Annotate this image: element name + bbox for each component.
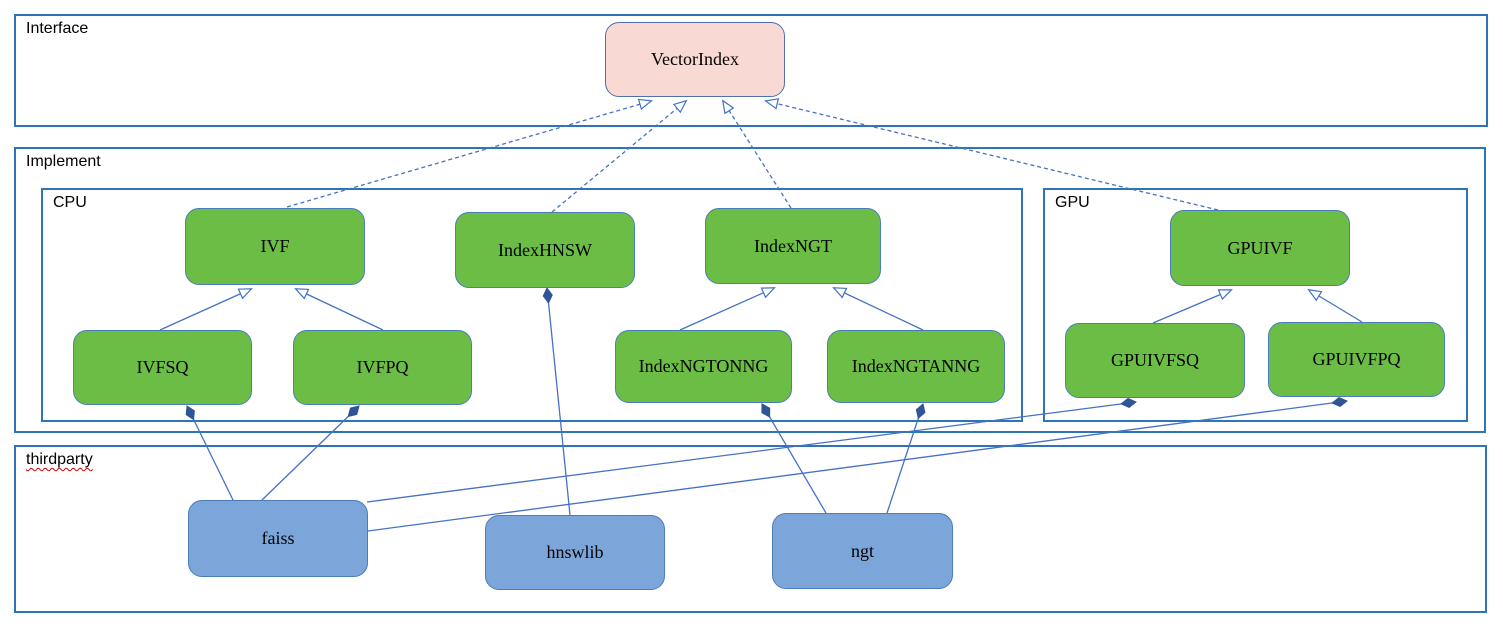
thirdparty-label: thirdparty [26,451,93,468]
node-faiss-label: faiss [261,528,295,548]
node-indexngtanng-label: IndexNGTANNG [851,356,981,376]
node-gpuivf[interactable]: GPUIVF [1170,210,1350,286]
node-indexngtanng[interactable]: IndexNGTANNG [827,330,1005,403]
node-gpuivfsq[interactable]: GPUIVFSQ [1065,323,1245,398]
node-vectorindex[interactable]: VectorIndex [605,22,785,97]
gpu-label: GPU [1055,194,1090,211]
node-vectorindex-label: VectorIndex [651,49,739,69]
node-gpuivfsq-label: GPUIVFSQ [1110,350,1200,370]
cpu-label: CPU [53,194,87,211]
node-hnswlib[interactable]: hnswlib [485,515,665,590]
node-indexhnsw-label: IndexHNSW [498,239,592,260]
interface-label: Interface [26,20,89,37]
node-gpuivf-label: GPUIVF [1227,237,1293,258]
node-ivfpq-label: IVFPQ [356,357,409,377]
node-ivfsq-label: IVFSQ [136,357,189,377]
node-indexngt-label: IndexNGT [754,235,832,256]
node-ivf-label: IVF [260,236,290,256]
node-hnswlib-label: hnswlib [546,542,604,562]
node-indexngtonng[interactable]: IndexNGTONNG [615,330,792,403]
node-ivfpq[interactable]: IVFPQ [293,330,472,405]
implement-label: Implement [26,153,101,170]
node-gpuivfpq-label: GPUIVFPQ [1312,349,1401,369]
node-ngt-label: ngt [850,540,874,561]
node-indexngtonng-label: IndexNGTONNG [638,356,769,376]
node-ivf[interactable]: IVF [185,208,365,285]
node-indexngt[interactable]: IndexNGT [705,208,881,284]
node-indexhnsw[interactable]: IndexHNSW [455,212,635,288]
node-ivfsq[interactable]: IVFSQ [73,330,252,405]
node-faiss[interactable]: faiss [188,500,368,577]
node-gpuivfpq[interactable]: GPUIVFPQ [1268,322,1445,397]
node-ngt[interactable]: ngt [772,513,953,589]
